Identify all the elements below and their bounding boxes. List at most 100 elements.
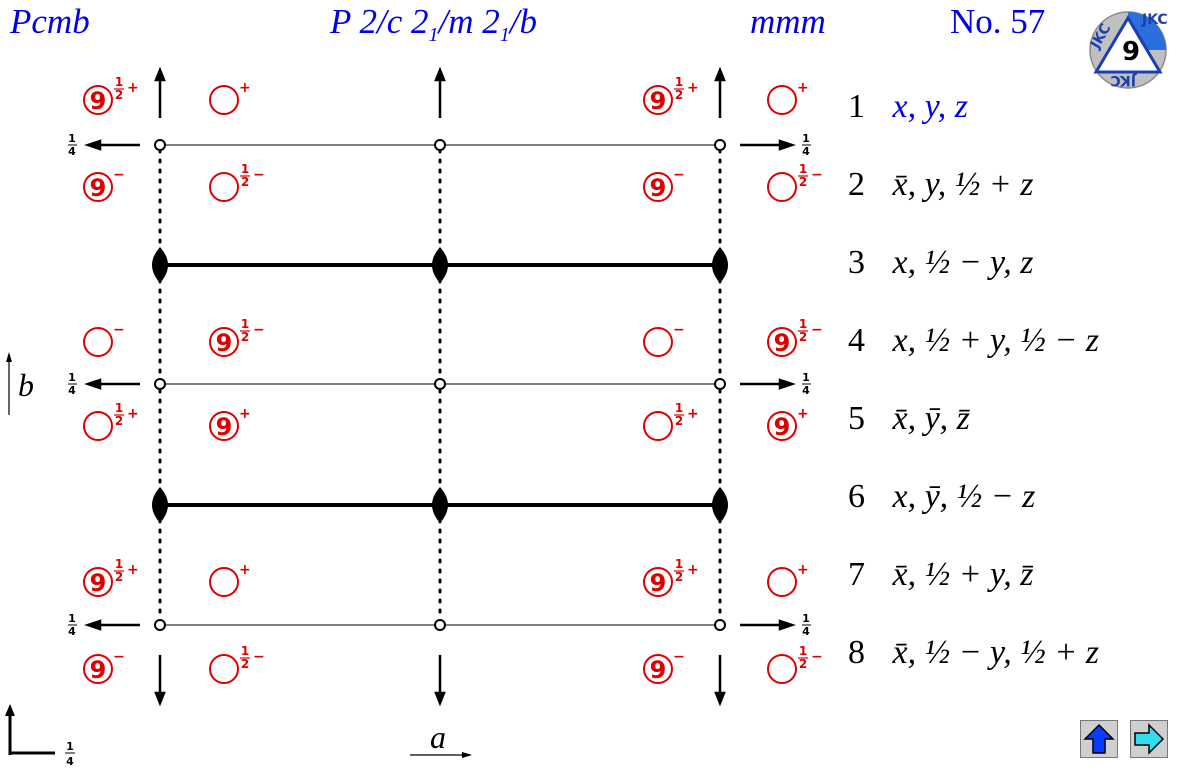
- height-label: 12 +: [674, 401, 699, 428]
- jkc-logo-icon: 9 JKC JKC JKC: [1087, 11, 1168, 89]
- position-circle: [643, 327, 673, 357]
- next-button[interactable]: [1130, 720, 1168, 758]
- a-axis: a: [410, 719, 472, 758]
- svg-text:−: −: [113, 322, 125, 338]
- position-circle: [209, 172, 239, 202]
- coordinate-row: 6 x, ȳ, ½ − z: [848, 478, 1036, 515]
- height-label: +: [239, 80, 251, 96]
- svg-text:2: 2: [675, 88, 683, 102]
- svg-text:1: 1: [675, 557, 683, 571]
- svg-text:+: +: [797, 562, 809, 578]
- height-label: 12+: [114, 401, 139, 428]
- right-arrow-icon: [1134, 723, 1165, 755]
- svg-text:1: 1: [675, 401, 683, 415]
- svg-text:2: 2: [115, 414, 123, 428]
- svg-text:1: 1: [802, 612, 810, 625]
- svg-text:+: +: [687, 562, 699, 578]
- position-circle: [83, 411, 113, 441]
- position-circle: [209, 567, 239, 597]
- svg-text:4: 4: [68, 384, 76, 397]
- position-circle: [209, 85, 239, 115]
- height-label: −: [673, 322, 685, 338]
- position-circle: [83, 654, 113, 684]
- svg-text:2: 2: [241, 175, 249, 189]
- svg-text:−: −: [113, 167, 125, 183]
- coordinate-row: 2 x̄, y, ½ + z: [848, 166, 1034, 203]
- svg-text:2: 2: [115, 570, 123, 584]
- coordinate-row: 3 x, ½ − y, z: [848, 244, 1034, 281]
- comma-mark: 9: [90, 569, 107, 597]
- up-button[interactable]: [1080, 720, 1118, 758]
- position-circle: [643, 567, 673, 597]
- origin-axes-icon: 1 4: [5, 704, 75, 768]
- svg-text:4: 4: [802, 384, 810, 397]
- coordinate-list: 1 x, y, z 2 x̄, y, ½ + z 3 x, ½ − y, z 4…: [848, 88, 1178, 712]
- svg-text:1: 1: [241, 317, 249, 331]
- comma-mark: 9: [774, 413, 791, 441]
- height-label: −: [113, 322, 125, 338]
- height-label: +: [797, 80, 809, 96]
- position-circle: [767, 85, 797, 115]
- comma-mark: 9: [650, 87, 667, 115]
- svg-text:−: −: [253, 167, 265, 183]
- height-label: 12−: [240, 317, 265, 344]
- comma-mark: 9: [774, 329, 791, 357]
- svg-text:2: 2: [241, 330, 249, 344]
- svg-text:1: 1: [115, 401, 123, 415]
- coordinate-row: 7 x̄, ½ + y, z̄: [848, 556, 1034, 593]
- svg-text:+: +: [687, 80, 699, 96]
- svg-text:JKC: JKC: [1141, 12, 1168, 28]
- comma-mark: 9: [650, 174, 667, 202]
- svg-text:4: 4: [66, 755, 74, 768]
- svg-text:+: +: [797, 406, 809, 422]
- height-label: +: [797, 562, 809, 578]
- svg-text:2: 2: [675, 414, 683, 428]
- comma-mark: 9: [650, 656, 667, 684]
- position-circle: [767, 172, 797, 202]
- svg-text:4: 4: [802, 625, 810, 638]
- svg-text:1: 1: [799, 317, 807, 331]
- height-label: 12 +: [674, 75, 699, 102]
- position-circle: [209, 654, 239, 684]
- position-circle: [767, 567, 797, 597]
- svg-text:+: +: [127, 80, 139, 96]
- svg-text:−: −: [253, 649, 265, 665]
- height-label: −: [113, 649, 125, 665]
- svg-text:JKC: JKC: [1110, 72, 1137, 88]
- height-label: 12−: [240, 644, 265, 671]
- svg-text:+: +: [239, 406, 251, 422]
- height-label: +: [797, 406, 809, 422]
- position-circle: [209, 327, 239, 357]
- inversion-centers: [154, 139, 726, 631]
- height-label: 12−: [798, 317, 823, 344]
- svg-text:1: 1: [799, 162, 807, 176]
- svg-text:−: −: [113, 649, 125, 665]
- position-circle: [643, 411, 673, 441]
- comma-mark: 9: [216, 329, 233, 357]
- svg-text:1: 1: [115, 557, 123, 571]
- height-label: 12−: [798, 162, 823, 189]
- svg-text:2: 2: [799, 657, 807, 671]
- svg-text:2: 2: [115, 88, 123, 102]
- svg-text:−: −: [673, 649, 685, 665]
- coordinate-row: 1 x, y, z: [848, 88, 969, 125]
- svg-text:4: 4: [68, 625, 76, 638]
- vertical-screw-arrows: [154, 66, 726, 707]
- position-circle: [767, 654, 797, 684]
- position-circle: [643, 172, 673, 202]
- quarter-labels: 14 14 14 14 14 14: [68, 132, 811, 638]
- svg-text:+: +: [239, 80, 251, 96]
- svg-text:2: 2: [799, 175, 807, 189]
- svg-text:1: 1: [68, 612, 76, 625]
- svg-text:+: +: [239, 562, 251, 578]
- position-circle: [767, 411, 797, 441]
- svg-text:−: −: [811, 649, 823, 665]
- up-arrow-icon: [1083, 723, 1115, 754]
- svg-text:+: +: [127, 562, 139, 578]
- svg-text:1: 1: [66, 740, 74, 753]
- svg-text:1: 1: [799, 644, 807, 658]
- svg-text:−: −: [811, 322, 823, 338]
- svg-text:+: +: [687, 406, 699, 422]
- svg-text:1: 1: [675, 75, 683, 89]
- svg-text:−: −: [673, 322, 685, 338]
